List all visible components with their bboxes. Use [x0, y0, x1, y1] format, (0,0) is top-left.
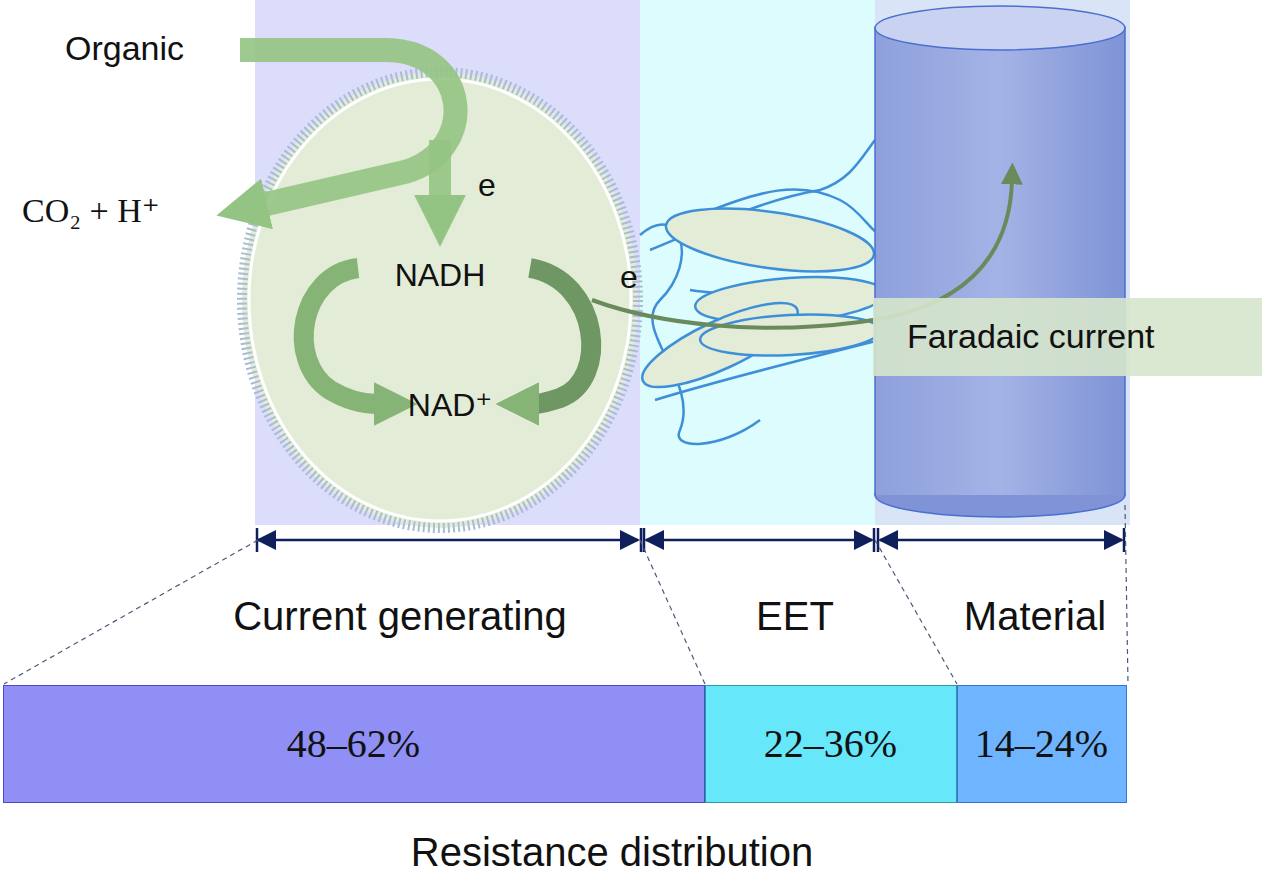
electrode [875, 6, 1125, 517]
cycle-arrow [530, 268, 591, 404]
percent-value: 22–36% [764, 722, 897, 766]
section-label: EET [756, 594, 834, 638]
product-label: CO₂ + H⁺ [22, 192, 160, 229]
current-box: Faradaic current [873, 298, 1262, 376]
percent-value: 48–62% [287, 722, 420, 766]
leader-line [4, 505, 1128, 684]
cell-membrane [249, 79, 631, 521]
band [875, 0, 1130, 525]
current-label: Faradaic current [907, 318, 1155, 355]
section-label: Current generating [233, 594, 567, 638]
electron-label: e [620, 260, 638, 295]
bacteria [633, 198, 886, 403]
resistance-bar: 14–24% [957, 685, 1127, 803]
electron-label: e [478, 168, 496, 203]
cycle-arrow [304, 268, 378, 404]
axis-title: Resistance distribution [411, 830, 813, 874]
nad-label: NAD⁺ [408, 388, 492, 423]
substrate-label: Organic [65, 30, 184, 67]
resistance-bar: 48–62% [3, 685, 705, 803]
cell-membrane [242, 72, 638, 528]
metabolic-arrow [240, 50, 456, 205]
electron-arrow [429, 140, 451, 200]
cell: eNADHNAD⁺ [240, 72, 640, 528]
resistance-bar: 22–36% [705, 685, 957, 803]
percent-value: 14–24% [975, 722, 1108, 766]
bracket [257, 528, 1124, 552]
nadh-label: NADH [395, 258, 486, 293]
section-label: Material [964, 594, 1106, 638]
